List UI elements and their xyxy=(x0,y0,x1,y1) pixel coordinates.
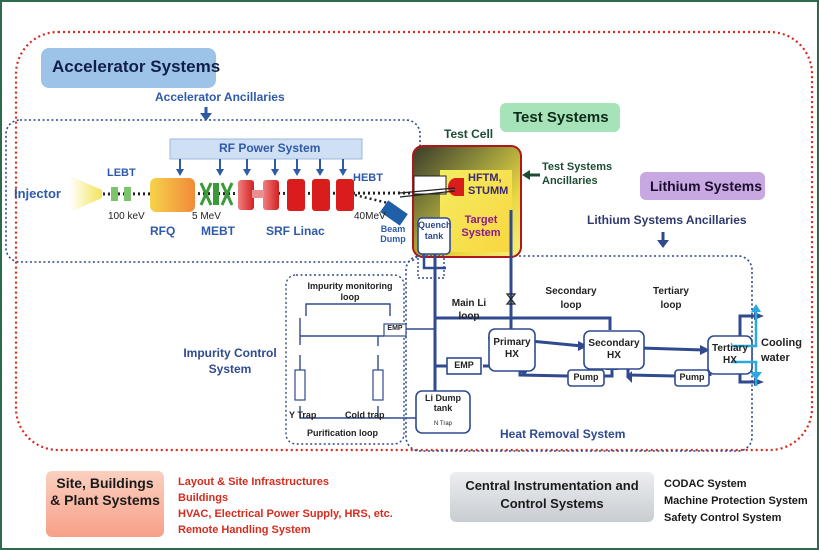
secondary-loop-label: Secondary loop xyxy=(545,286,597,311)
main-system-outline xyxy=(14,30,814,452)
purification-loop-label: Purification loop xyxy=(307,428,378,438)
hebt-line xyxy=(354,193,393,206)
srf-cavities xyxy=(238,179,354,211)
quench-dotted-square xyxy=(417,255,445,279)
quench-label: Quench tank xyxy=(418,220,452,241)
mebt-elements xyxy=(199,182,234,206)
energy-5mev: 5 MeV xyxy=(192,211,221,222)
cooling-water-label: Cooling water xyxy=(761,337,802,364)
beam-dump-label: Beam Dump xyxy=(380,224,406,244)
emp-small-box xyxy=(383,323,407,337)
pump2-label: Pump xyxy=(679,372,705,382)
accelerator-ancillaries: Accelerator Ancillaries xyxy=(155,90,285,104)
n-trap-label: N Trap xyxy=(433,421,452,427)
lebt-label: LEBT xyxy=(107,167,136,179)
li-dump-label: Li Dump tank xyxy=(425,393,461,414)
injector-shape xyxy=(70,176,102,212)
site-title: Site, Buildings & Plant Systems xyxy=(50,475,160,508)
impurity-circuit xyxy=(299,303,434,419)
site-item-3: HVAC, Electrical Power Supply, HRS, etc. xyxy=(178,508,393,520)
accelerator-title-box xyxy=(41,48,216,88)
central-title: Central Instrumentation and Control Syst… xyxy=(465,478,639,511)
lebt-element-2 xyxy=(124,187,131,201)
central-item-3: Safety Control System xyxy=(664,512,782,524)
emp-label: EMP xyxy=(454,360,474,370)
test-title-box xyxy=(500,103,620,132)
y-trap-label: Y Trap xyxy=(289,410,317,420)
test-ancillaries: Test Systems Ancillaries xyxy=(542,161,613,187)
cold-trap-shape xyxy=(372,369,384,401)
central-title-box xyxy=(450,472,654,522)
cold-trap-label: Cold trap xyxy=(345,410,385,420)
lebt-element-1 xyxy=(111,187,118,201)
test-title: Test Systems xyxy=(513,109,609,126)
rf-feed-arrows xyxy=(176,159,347,176)
emp-box xyxy=(446,357,482,375)
impurity-control-label: Impurity Control System xyxy=(183,346,277,377)
beam-entry-line xyxy=(399,187,456,194)
site-item-2: Buildings xyxy=(178,492,229,504)
lithium-ancillaries: Lithium Systems Ancillaries xyxy=(587,213,747,227)
rf-power-box xyxy=(169,138,363,160)
site-title-box xyxy=(46,471,164,537)
tertiary-loop-label: Tertiary loop xyxy=(653,286,689,311)
primary-hx-box xyxy=(488,328,536,372)
beam-dump-shape xyxy=(380,200,408,226)
pump1-label: Pump xyxy=(573,372,599,382)
mebt-label: MEBT xyxy=(201,224,235,238)
central-item-2: Machine Protection System xyxy=(664,495,808,507)
hftm-label: HFTM, STUMM xyxy=(468,172,509,197)
injector-label: Injector xyxy=(14,186,61,201)
hebt-label: HEBT xyxy=(353,172,383,184)
impurity-monitoring-label: Impurity monitoring loop xyxy=(307,281,393,303)
energy-100kev: 100 keV xyxy=(108,211,145,222)
li-dump-box xyxy=(415,390,471,434)
lithium-title: Lithium Systems xyxy=(650,178,763,194)
site-item-1: Layout & Site Infrastructures xyxy=(178,476,329,488)
central-item-1: CODAC System xyxy=(664,478,747,490)
rf-power-label: RF Power System xyxy=(219,141,321,155)
secondary-hx-box xyxy=(583,330,645,370)
rfq-label: RFQ xyxy=(150,224,176,238)
y-trap-shape xyxy=(294,369,306,401)
site-item-4: Remote Handling System xyxy=(178,524,311,536)
srf-linac-label: SRF Linac xyxy=(266,224,325,238)
hftm-marker xyxy=(448,178,464,196)
primary-hx-label: Primary HX xyxy=(493,337,531,360)
accelerator-title: Accelerator Systems xyxy=(52,57,221,76)
main-li-loop-label: Main Li loop xyxy=(451,298,487,322)
pump1-box xyxy=(567,369,605,387)
target-label: Target System xyxy=(461,214,501,239)
rfq-body xyxy=(150,178,195,212)
tertiary-hx-label: Tertiary HX xyxy=(712,343,748,366)
lithium-title-box xyxy=(640,172,765,200)
quench-connector xyxy=(422,254,446,270)
energy-40mev: 40MeV xyxy=(354,211,386,222)
valve-symbol xyxy=(505,293,517,305)
heat-removal-label: Heat Removal System xyxy=(500,427,626,441)
secondary-hx-label: Secondary HX xyxy=(588,338,640,361)
test-cell-label: Test Cell xyxy=(444,127,494,141)
emp-small-label: EMP xyxy=(387,325,403,332)
pump2-box xyxy=(674,369,710,387)
